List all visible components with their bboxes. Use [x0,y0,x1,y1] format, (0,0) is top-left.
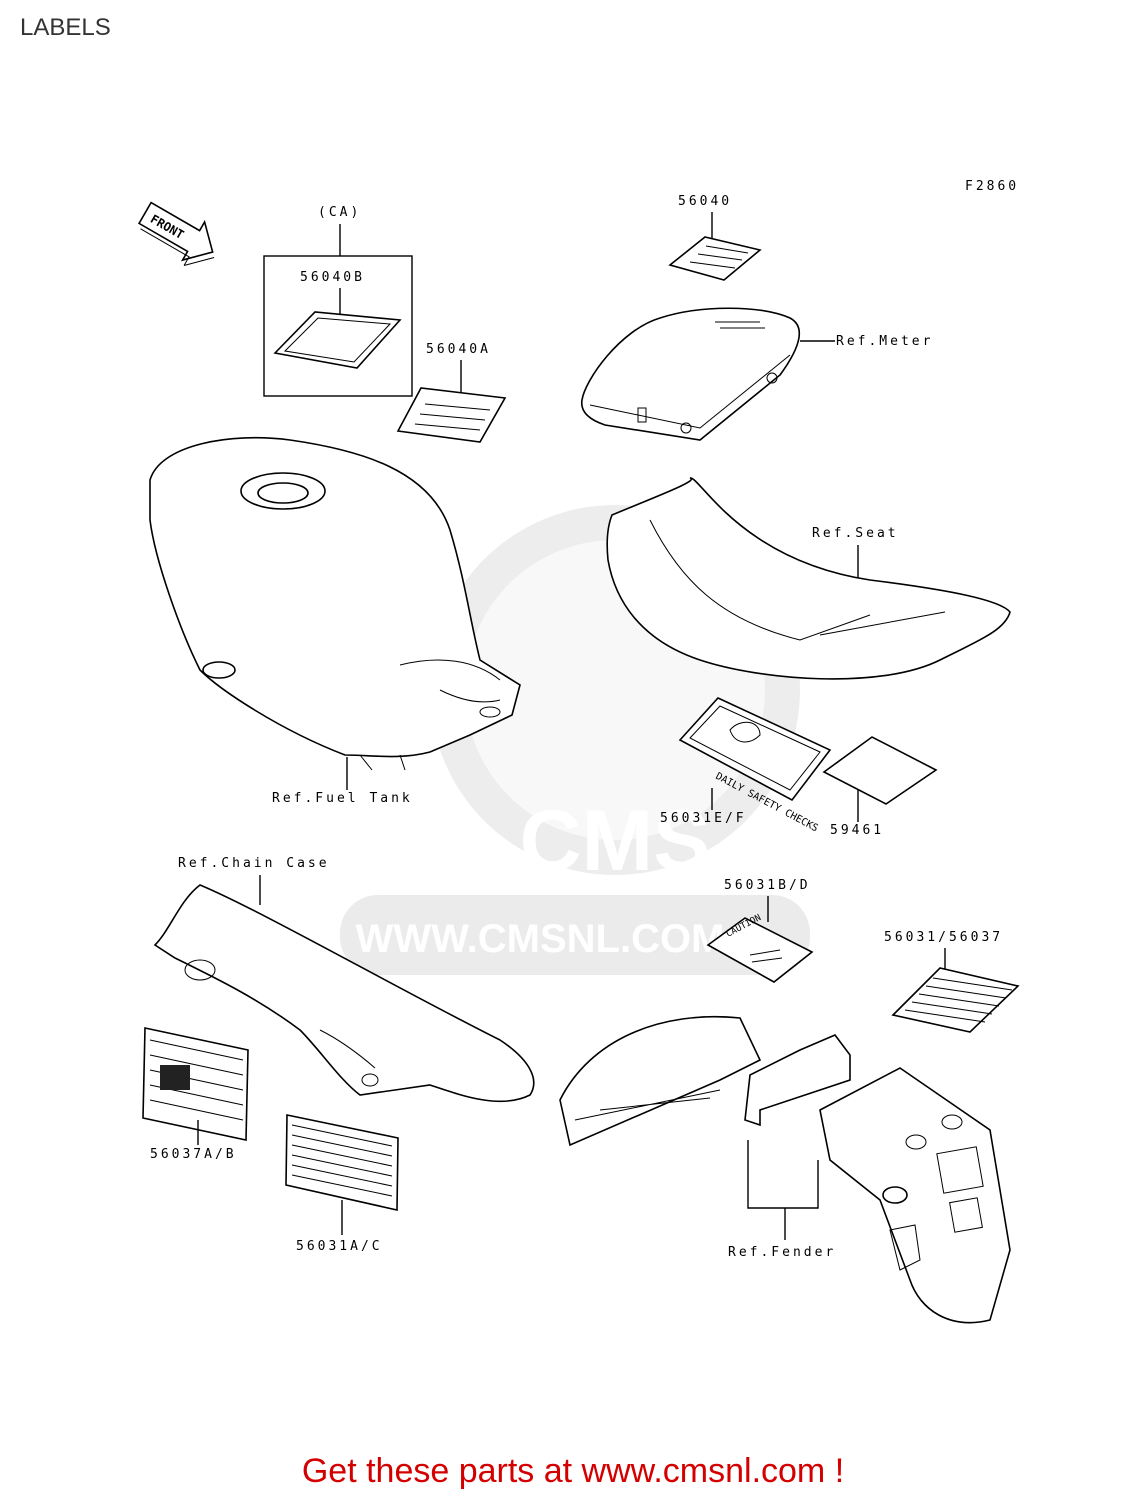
fuel-tank-part: Ref.Fuel Tank [149,437,521,806]
label-ref-fuel-tank: Ref.Fuel Tank [272,791,413,806]
label-ref-meter: Ref.Meter [836,334,933,349]
label-ref-seat: Ref.Seat [812,526,899,541]
label-56031EF: 56031E/F [660,811,747,826]
label-56031AC: 56031A/C [296,1239,383,1254]
label-56040A: 56040A [426,342,491,357]
chain-case-part: Ref.Chain Case [153,856,535,1103]
label-56040B: 56040B [300,270,365,285]
front-arrow-icon: FRONT [137,201,215,266]
meter-part: Ref.Meter [580,307,933,441]
footer-promo-text: Get these parts at www.cmsnl.com ! [301,1452,845,1490]
seat-part: Ref.Seat [606,477,1011,680]
callout-56031-56037: 56031/56037 [884,930,1020,1033]
label-59461: 59461 [830,823,884,838]
label-56031BD: 56031B/D [724,878,811,893]
watermark-url: WWW.CMSNL.COM [356,917,725,961]
callout-59461: 59461 [822,736,938,838]
label-56037AB: 56037A/B [150,1147,237,1162]
figure-code: F2860 [965,179,1019,194]
parts-diagram: CMS WWW.CMSNL.COM F2860 FRONT (CA) 56040… [137,179,1020,1324]
callout-56037AB: 56037A/B [142,1027,249,1162]
watermark-brand: CMS [519,793,710,889]
fender-part: Ref.Fender [559,1016,1011,1324]
label-ref-chain-case: Ref.Chain Case [178,856,330,871]
label-ca: (CA) [318,205,361,220]
page-title: LABELS [20,14,111,41]
callout-56031AC: 56031A/C [285,1114,399,1254]
callout-56040A: 56040A [396,342,507,443]
label-56040: 56040 [678,194,732,209]
callout-56040B: (CA) 56040B [263,205,413,397]
label-ref-fender: Ref.Fender [728,1245,836,1260]
callout-56040: 56040 [668,194,762,281]
label-56031-56037: 56031/56037 [884,930,1003,945]
